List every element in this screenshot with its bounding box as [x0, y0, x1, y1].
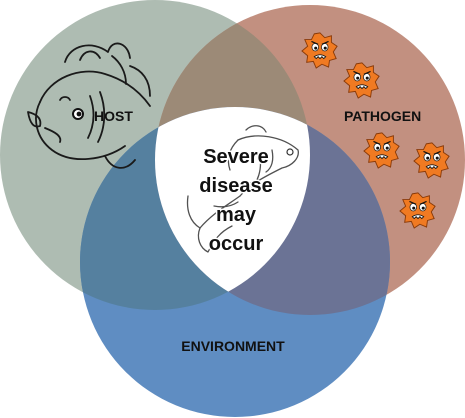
- center-line-3: may: [216, 204, 257, 226]
- environment-label: ENVIRONMENT: [181, 338, 285, 354]
- goldfish-drawing-icon: [27, 42, 151, 169]
- center-line-4: occur: [209, 233, 264, 255]
- fish-drawing-icon: [186, 125, 299, 253]
- center-line-1: Severe: [203, 146, 269, 168]
- host-label: HOST: [94, 108, 133, 124]
- pathogen-label: PATHOGEN: [344, 108, 421, 124]
- center-intersection: [155, 107, 310, 310]
- center-line-2: disease: [199, 175, 272, 197]
